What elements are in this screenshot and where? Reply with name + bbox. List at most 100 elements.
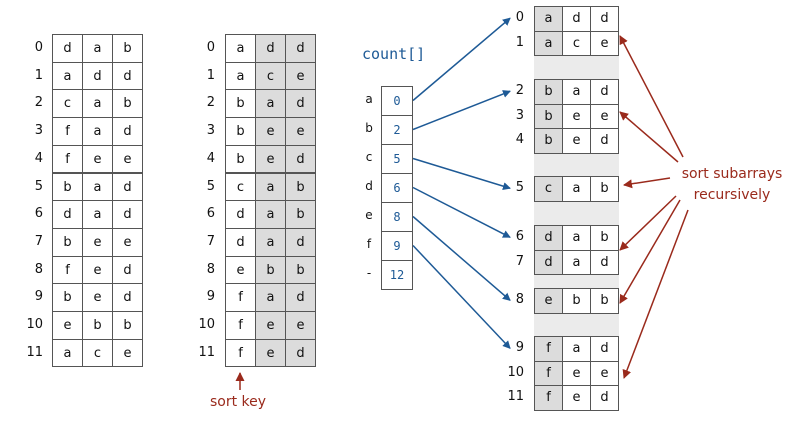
input-cell: e	[82, 283, 113, 312]
result-cell: f	[534, 385, 563, 411]
partition-gap	[534, 56, 619, 79]
sorted-cell: d	[225, 227, 256, 257]
sorted-cell: a	[225, 34, 256, 63]
input-cell: d	[52, 34, 83, 63]
input-cell: a	[82, 200, 113, 229]
input-cell: b	[52, 227, 83, 257]
sorted-cell: e	[285, 311, 316, 340]
result-index: 2	[515, 83, 524, 98]
count-letter: a	[365, 92, 373, 106]
result-cell: e	[590, 30, 619, 56]
sorted-cell: a	[255, 172, 286, 202]
sorted-cell: b	[225, 144, 256, 174]
sorted-cell: d	[285, 34, 316, 63]
sorted-index: 5	[206, 178, 215, 194]
input-index: 0	[34, 40, 43, 55]
sorted-cell: f	[225, 311, 256, 340]
sorted-cell: b	[225, 89, 256, 119]
partition-gap	[534, 201, 619, 225]
sorted-index: 2	[206, 95, 215, 111]
input-cell: e	[82, 144, 113, 174]
input-cell: d	[112, 61, 143, 91]
input-index: 7	[34, 233, 43, 249]
count-value: 5	[381, 144, 413, 174]
count-pointer-arrow	[412, 17, 511, 102]
result-index: 0	[515, 10, 524, 25]
result-index: 8	[515, 292, 524, 307]
count-letter: b	[365, 121, 373, 135]
sorted-cell: a	[225, 61, 256, 91]
sorted-cell: c	[225, 172, 256, 202]
subarray-label-line2: recursively	[693, 187, 771, 203]
sorted-index: 3	[206, 123, 215, 139]
input-cell: b	[52, 172, 83, 202]
result-cell: a	[562, 176, 591, 202]
count-pointer-arrow	[412, 157, 511, 191]
result-cell: e	[534, 288, 563, 314]
input-cell: e	[112, 144, 143, 174]
result-cell: d	[534, 225, 563, 251]
sorted-cell: d	[285, 144, 316, 174]
input-index: 2	[34, 95, 43, 111]
sorted-cell: f	[225, 283, 256, 312]
input-index: 5	[34, 178, 43, 194]
input-index: 10	[26, 317, 43, 332]
result-cell: b	[590, 288, 619, 314]
subarray-arrow	[619, 195, 677, 251]
sorted-cell: e	[255, 144, 286, 174]
result-cell: d	[590, 6, 619, 32]
sorted-cell: e	[285, 61, 316, 91]
result-index: 1	[515, 34, 524, 50]
result-cell: e	[590, 103, 619, 129]
input-cell: d	[112, 283, 143, 312]
result-cell: c	[562, 30, 591, 56]
subarray-label-line1: sort subarrays	[681, 166, 783, 182]
result-cell: a	[534, 6, 563, 32]
sorted-index: 11	[198, 344, 215, 360]
input-cell: a	[82, 34, 113, 63]
input-cell: d	[82, 61, 113, 91]
input-index: 3	[34, 123, 43, 139]
result-cell: c	[534, 176, 563, 202]
sorted-index: 9	[206, 289, 215, 305]
input-index: 6	[34, 206, 43, 222]
input-cell: e	[112, 338, 143, 368]
count-value: 2	[381, 115, 413, 145]
sorted-cell: d	[285, 283, 316, 312]
input-cell: e	[82, 255, 113, 285]
result-cell: b	[534, 128, 563, 154]
result-cell: a	[562, 79, 591, 105]
sorted-cell: b	[225, 117, 256, 146]
input-cell: b	[112, 89, 143, 119]
result-index: 3	[515, 107, 524, 123]
subarray-arrow	[619, 199, 681, 304]
result-cell: b	[590, 225, 619, 251]
input-cell: f	[52, 117, 83, 146]
sorted-cell: d	[225, 200, 256, 229]
count-pointer-arrow	[412, 244, 511, 349]
result-index: 10	[507, 364, 524, 380]
count-value: 6	[381, 173, 413, 203]
count-value: 0	[381, 86, 413, 116]
count-pointer-arrow	[412, 215, 511, 301]
sorted-cell: b	[285, 200, 316, 229]
result-cell: d	[590, 249, 619, 275]
sorted-index: 8	[206, 261, 215, 277]
sorted-cell: a	[255, 89, 286, 119]
subarray-arrow	[619, 111, 679, 163]
input-cell: b	[112, 34, 143, 63]
count-pointer-arrow	[412, 186, 511, 238]
input-cell: a	[52, 338, 83, 368]
result-index: 9	[515, 340, 524, 355]
result-cell: d	[562, 6, 591, 32]
result-cell: b	[534, 103, 563, 129]
count-letter: f	[366, 237, 372, 251]
count-letter: -	[366, 266, 372, 280]
input-index: 11	[26, 344, 43, 360]
input-cell: d	[112, 117, 143, 146]
sorted-index: 4	[206, 150, 215, 166]
result-cell: f	[534, 360, 563, 386]
result-cell: a	[562, 225, 591, 251]
result-cell: d	[534, 249, 563, 275]
sorted-cell: d	[285, 338, 316, 368]
